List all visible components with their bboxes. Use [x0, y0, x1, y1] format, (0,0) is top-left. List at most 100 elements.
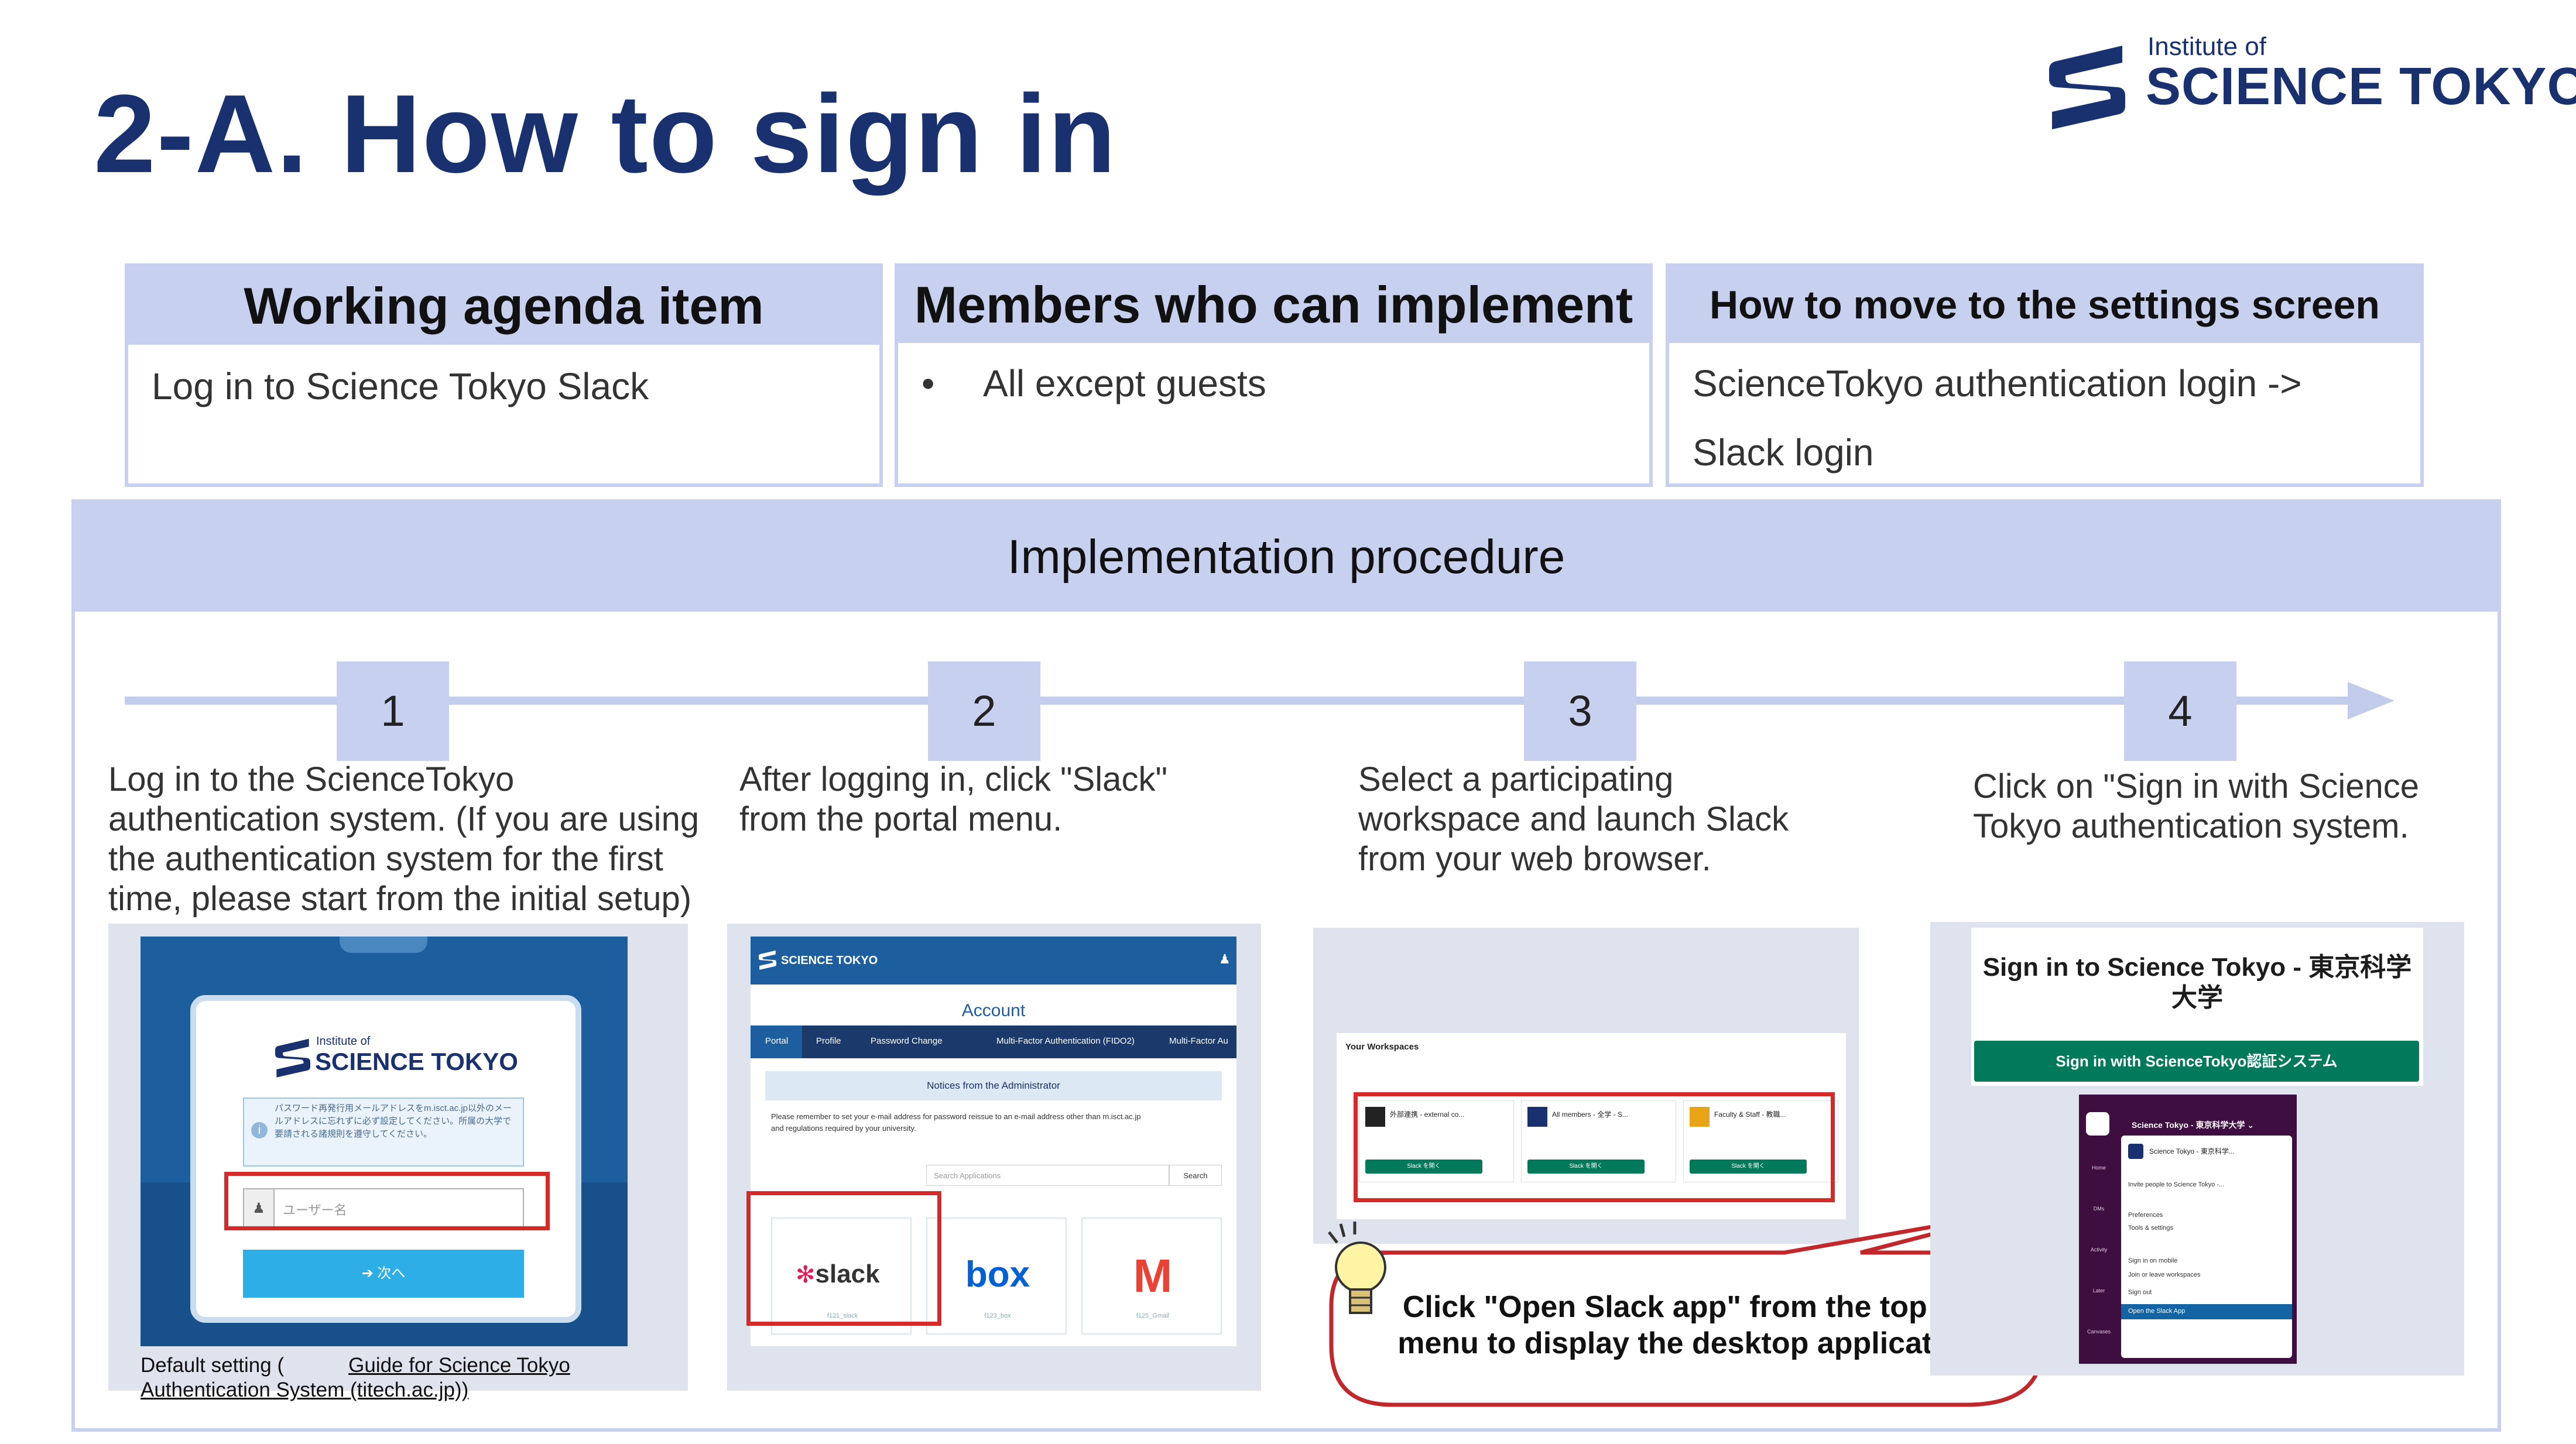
callout-line: menu to display the desktop application.	[1397, 1326, 1986, 1360]
rail-canvases[interactable]: Canvases	[2087, 1329, 2111, 1335]
rail-later[interactable]: Later	[2092, 1288, 2105, 1294]
signin-heading-line: 大学	[2171, 983, 2223, 1012]
slack-rail: Home DMs Activity Later Canvases	[2081, 1147, 2116, 1352]
members-bullet: •	[922, 362, 935, 404]
login-card: Institute of SCIENCE TOKYO i パスワード再発行用メー…	[190, 995, 581, 1323]
step-3-line: workspace and launch Slack	[1358, 800, 1789, 838]
box-icon: box	[965, 1254, 1030, 1295]
logo-line1: Institute of	[2147, 32, 2267, 61]
workspaces-heading: Your Workspaces	[1345, 1042, 1419, 1052]
workspace-icon	[2128, 1144, 2143, 1159]
step-1-line: time, please start from the initial setu…	[108, 880, 692, 918]
agenda-item-heading: Working agenda item	[128, 267, 879, 345]
workspace-card[interactable]: 外部連携 - external co... Slack を開く	[1359, 1100, 1514, 1182]
login-logo-small: Institute of	[316, 1035, 371, 1048]
guide-link[interactable]: Guide for Science Tokyo	[348, 1354, 570, 1377]
workspace-icon	[2086, 1112, 2109, 1136]
science-tokyo-s-icon	[759, 950, 776, 970]
caption-prefix: Default setting (	[141, 1354, 285, 1377]
tab-profile[interactable]: Profile	[816, 1036, 841, 1046]
step-4-line: Click on "Sign in with Science	[1973, 767, 2420, 805]
logo-line2: SCIENCE TOKYO	[2146, 57, 2576, 116]
step-1-line: Log in to the ScienceTokyo	[108, 760, 515, 798]
workspace-card[interactable]: All members - 全学 - S... Slack を開く	[1521, 1100, 1676, 1182]
rail-dms[interactable]: DMs	[2093, 1206, 2105, 1212]
menu-mobile[interactable]: Sign in on mobile	[2128, 1257, 2178, 1264]
portal-screen: SCIENCE TOKYO ♟ Account Portal Profile P…	[751, 937, 1236, 1346]
open-slack-button[interactable]: Slack を開く	[1365, 1160, 1482, 1174]
login-notice-text: パスワード再発行用メールアドレスをm.isct.ac.jp以外のメールアドレスに…	[275, 1103, 512, 1139]
step-2-line: After logging in, click "Slack"	[739, 760, 1168, 798]
tab-active-bg	[751, 1025, 802, 1058]
username-placeholder: ユーザー名	[283, 1203, 347, 1217]
notice-line: and regulations required by your univers…	[771, 1124, 916, 1133]
page-title: 2-A. How to sign in	[94, 72, 1117, 196]
science-tokyo-s-icon	[275, 1038, 310, 1078]
members-box: Members who can implement • All except g…	[895, 263, 1653, 487]
menu-preferences[interactable]: Preferences	[2128, 1212, 2163, 1219]
rail-activity[interactable]: Activity	[2090, 1247, 2108, 1253]
sign-in-sso-button[interactable]: Sign in with ScienceTokyo認証システム	[1974, 1041, 2419, 1082]
guide-link-cont[interactable]: Authentication System (titech.ac.jp))	[141, 1378, 469, 1401]
step-3-number: 3	[1524, 661, 1636, 761]
tab-mfa-fido2[interactable]: Multi-Factor Authentication (FIDO2)	[996, 1036, 1135, 1046]
app-tile-slack[interactable]: ✻slack f121_slack	[771, 1217, 912, 1335]
timeline-arrow-icon	[2348, 682, 2395, 719]
step-3-line: Select a participating	[1358, 760, 1674, 798]
box-sub: f123_box	[984, 1312, 1011, 1319]
step-4-line: Tokyo authentication system.	[1973, 807, 2409, 845]
login-notice: i パスワード再発行用メールアドレスをm.isct.ac.jp以外のメールアドレ…	[243, 1097, 524, 1167]
agenda-item-box: Working agenda item Log in to Science To…	[125, 263, 883, 487]
search-applications-input[interactable]: Search Applications	[926, 1165, 1169, 1186]
lightbulb-icon	[1328, 1222, 1386, 1314]
workspace-dropdown-menu: Science Tokyo - 東京科学... Invite people to…	[2121, 1136, 2292, 1358]
notice-line: Please remember to set your e-mail addre…	[771, 1112, 1141, 1121]
workspace-card[interactable]: Faculty & Staff - 教職... Slack を開く	[1683, 1100, 1838, 1182]
step-1-number: 1	[337, 661, 449, 761]
settings-route-line2: Slack login	[1693, 431, 1874, 474]
menu-sign-out[interactable]: Sign out	[2128, 1289, 2152, 1296]
next-button[interactable]: ➔ 次へ	[243, 1250, 524, 1298]
menu-invite[interactable]: Invite people to Science Tokyo -...	[2128, 1181, 2225, 1188]
workspace-icon	[1527, 1107, 1547, 1127]
members-text: All except guests	[983, 362, 1266, 404]
step-3-line: from your web browser.	[1358, 840, 1711, 878]
portal-brand: SCIENCE TOKYO	[781, 954, 878, 967]
menu-workspace: Science Tokyo - 東京科学...	[2149, 1147, 2235, 1155]
settings-route-box: How to move to the settings screen Scien…	[1666, 263, 2424, 487]
highlight-username	[224, 1172, 550, 1230]
tab-mfa[interactable]: Multi-Factor Au	[1169, 1036, 1228, 1046]
notice-heading: Notices from the Administrator	[765, 1071, 1222, 1100]
menu-header: Science Tokyo - 東京科学大学 ⌄	[2132, 1120, 2255, 1130]
menu-open-slack-app[interactable]: Open the Slack App	[2128, 1308, 2186, 1315]
menu-join-leave[interactable]: Join or leave workspaces	[2128, 1271, 2201, 1278]
menu-open-app-highlight	[2121, 1304, 2292, 1319]
slack-sub: f121_slack	[827, 1312, 858, 1319]
app-tile-box[interactable]: box f123_box	[926, 1217, 1067, 1335]
notice-text: Please remember to set your e-mail addre…	[771, 1111, 1222, 1134]
tab-portal[interactable]: Portal	[765, 1036, 789, 1046]
workspace-name: All members - 全学 - S...	[1552, 1110, 1629, 1119]
workspace-icon	[1365, 1107, 1385, 1127]
tab-password[interactable]: Password Change	[871, 1036, 943, 1046]
open-slack-button[interactable]: Slack を開く	[1527, 1160, 1645, 1174]
step-1-line: the authentication system for the first	[108, 840, 663, 878]
open-slack-button[interactable]: Slack を開く	[1690, 1160, 1807, 1174]
callout-line: Click "Open Slack app" from the top left	[1402, 1290, 1982, 1324]
info-icon: i	[251, 1122, 268, 1138]
user-menu-icon[interactable]: ♟	[1219, 952, 1231, 966]
signin-screen: Sign in to Science Tokyo - 東京科学 大学 Sign …	[1971, 928, 2423, 1086]
step-3-text: Select a participating workspace and lau…	[1358, 760, 1944, 879]
step-2-number: 2	[928, 661, 1040, 761]
search-button[interactable]: Search	[1169, 1165, 1222, 1186]
procedure-section: Implementation procedure	[71, 499, 2501, 1432]
workspace-icon	[1690, 1107, 1710, 1127]
step-2-text: After logging in, click "Slack" from the…	[739, 760, 1325, 839]
callout-text: Click "Open Slack app" from the top left…	[1335, 1289, 2049, 1361]
signin-heading: Sign in to Science Tokyo - 東京科学 大学	[1971, 952, 2423, 1013]
app-tile-gmail[interactable]: M f125_Gmail	[1081, 1217, 1222, 1335]
menu-tools[interactable]: Tools & settings	[2128, 1225, 2174, 1232]
rail-home[interactable]: Home	[2091, 1165, 2106, 1171]
workspace-name: Faculty & Staff - 教職...	[1714, 1110, 1786, 1119]
slack-menu-screen: Science Tokyo - 東京科学大学 ⌄ Home DMs Activi…	[2079, 1095, 2297, 1364]
